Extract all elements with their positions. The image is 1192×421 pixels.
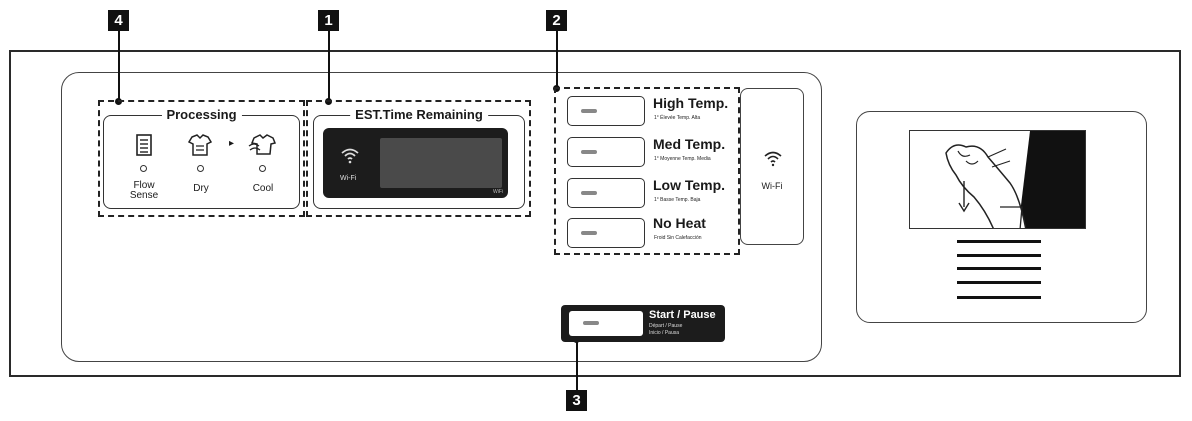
start-pause-label: Start / Pause (649, 309, 716, 321)
callout-leader-4 (118, 31, 120, 101)
temp-dashed-outline (554, 87, 740, 255)
display-wifi-icon (341, 148, 359, 164)
display-tiny-label: WiFi (493, 189, 503, 195)
button-indicator (581, 191, 597, 195)
cool-led (259, 165, 266, 172)
low-temp-sublabel: 1° Basse Temp. Baja (654, 197, 701, 203)
processing-dashed-outline (98, 100, 305, 217)
low-temp-button[interactable] (567, 178, 645, 208)
med-temp-button[interactable] (567, 137, 645, 167)
no-heat-sublabel: Froid Sin Calefacción (654, 235, 702, 241)
wifi-panel[interactable]: Wi-Fi (740, 88, 804, 245)
time-display-screen (380, 138, 502, 188)
dispenser-grille-line (957, 281, 1041, 284)
dry-shirt-icon (187, 134, 213, 156)
callout-badge-1: 1 (318, 10, 339, 31)
control-panel-face (61, 72, 822, 362)
no-heat-label: No Heat (653, 215, 706, 231)
display-wifi-label: Wi-Fi (340, 175, 357, 182)
processing-title: Processing (161, 107, 242, 122)
flow-sense-icon (136, 134, 152, 156)
med-temp-label: Med Temp. (653, 136, 726, 152)
dry-label: Dry (193, 183, 209, 194)
button-indicator (581, 231, 597, 235)
flow-sense-label: Flow Sense (119, 181, 169, 201)
dry-led (197, 165, 204, 172)
callout-badge-3: 3 (566, 390, 587, 411)
cool-shirt-icon (248, 134, 277, 155)
high-temp-sublabel: 1° Élevée Temp. Alta (654, 115, 701, 121)
button-indicator (581, 109, 597, 113)
callout-badge-2: 2 (546, 10, 567, 31)
time-remaining-group: EST.Time Remaining (313, 107, 525, 209)
start-pause-button[interactable] (569, 311, 643, 336)
dispenser-housing (856, 111, 1147, 323)
dispenser-window (909, 130, 1086, 229)
wifi-icon (764, 151, 782, 167)
flow-sense-label-line1: Flow Sense (129, 180, 159, 201)
callout-badge-4: 4 (108, 10, 129, 31)
dispenser-grille-line (957, 254, 1041, 257)
time-dashed-outline (306, 100, 531, 217)
cool-label: Cool (252, 183, 274, 194)
process-arrow-icon: ▸ (229, 138, 235, 149)
med-temp-sublabel: 1° Moyenne Temp. Media (654, 156, 711, 162)
start-pause-sub-fr: Départ / Pause (649, 323, 683, 329)
dispenser-grille-line (957, 296, 1041, 299)
control-panel-frame (9, 50, 1181, 377)
high-temp-button[interactable] (567, 96, 645, 126)
start-pause-sub-es: Inicio / Pausa (649, 330, 680, 336)
time-remaining-title: EST.Time Remaining (350, 107, 488, 122)
button-indicator (581, 150, 597, 154)
time-display: Wi-Fi WiFi (323, 128, 508, 198)
flow-sense-led (140, 165, 147, 172)
start-pause-control: Start / Pause Départ / Pause Inicio / Pa… (561, 305, 725, 342)
callout-leader-3 (576, 340, 578, 390)
wifi-panel-label: Wi-Fi (761, 181, 783, 191)
callout-leader-2 (556, 31, 558, 87)
dispenser-illustration (910, 131, 1085, 228)
dispenser-grille-line (957, 240, 1041, 243)
high-temp-label: High Temp. (653, 95, 729, 111)
low-temp-label: Low Temp. (653, 177, 726, 193)
callout-leader-1 (328, 31, 330, 101)
no-heat-button[interactable] (567, 218, 645, 248)
processing-group: Processing (103, 107, 300, 209)
button-indicator (583, 321, 599, 325)
dispenser-grille-line (957, 267, 1041, 270)
